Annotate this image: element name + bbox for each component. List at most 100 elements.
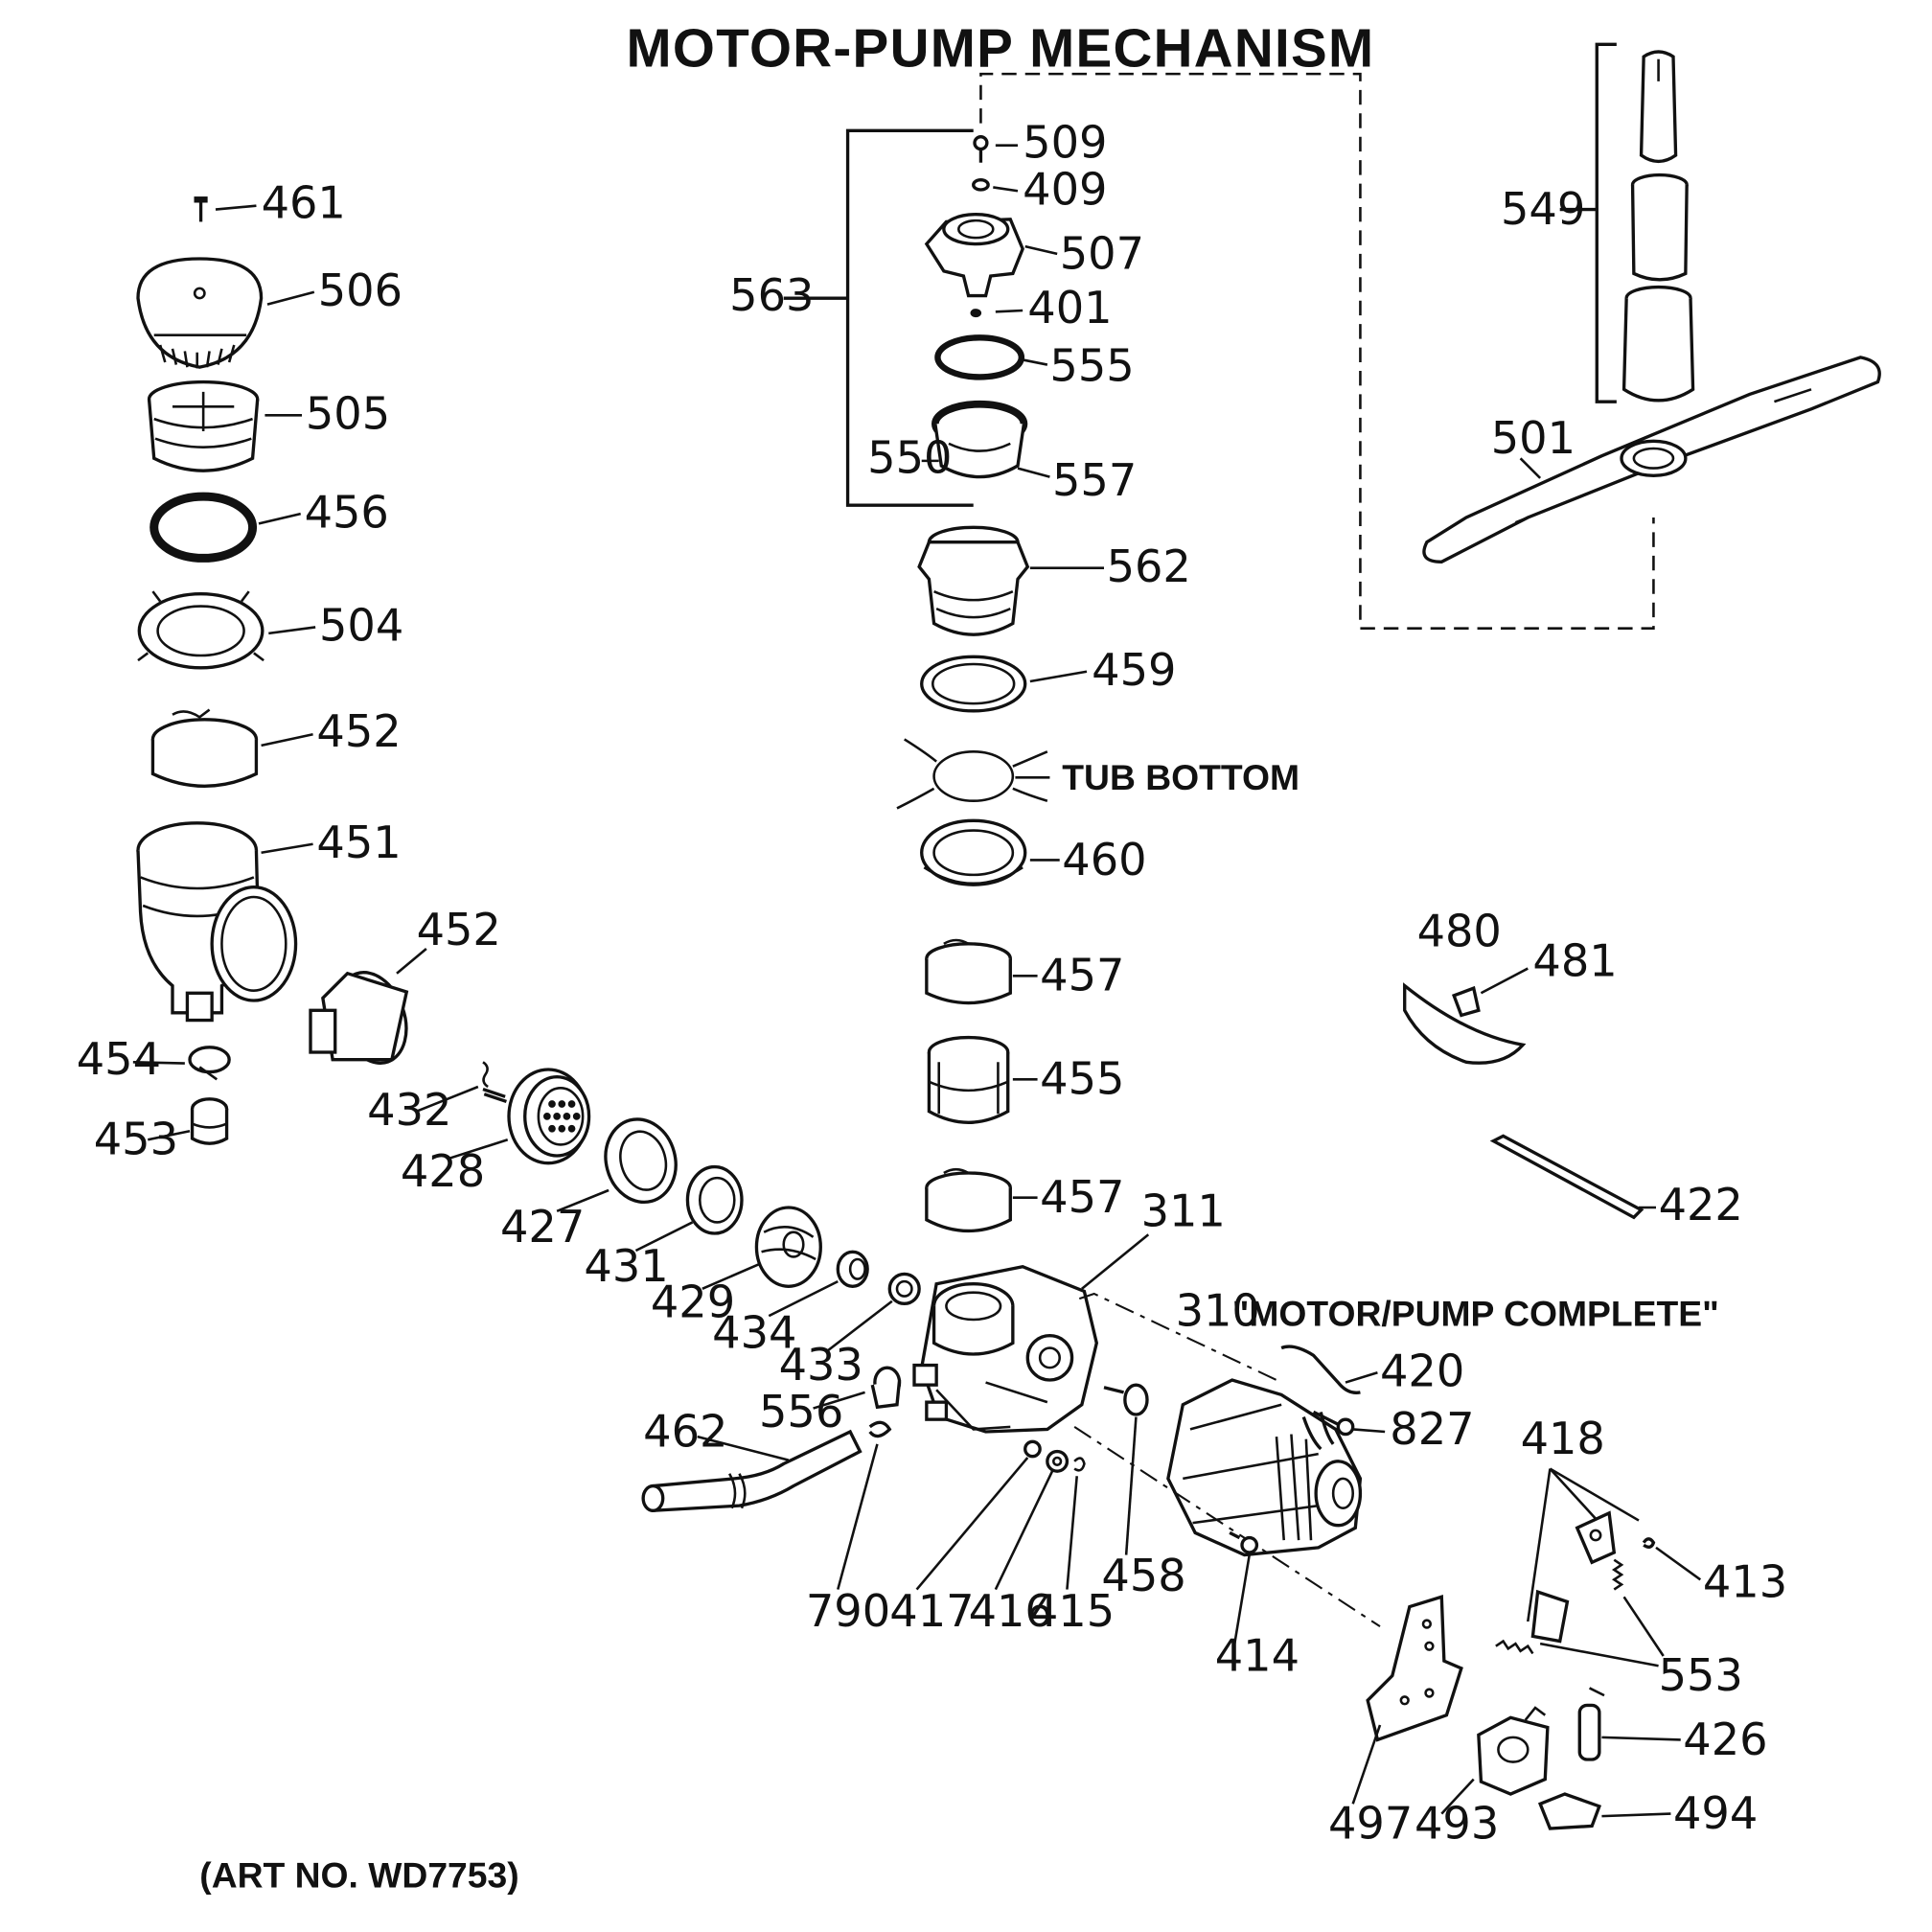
part-label-420: 420 bbox=[1380, 1345, 1464, 1396]
ring-431 bbox=[685, 1164, 744, 1235]
part-label-454: 454 bbox=[77, 1033, 161, 1085]
part-label-413: 413 bbox=[1703, 1555, 1787, 1607]
part-label-557: 557 bbox=[1052, 454, 1137, 506]
bracket-497 bbox=[1366, 1595, 1463, 1742]
part-label-428: 428 bbox=[401, 1145, 485, 1197]
part-label-457-bottom: 457 bbox=[1040, 1171, 1124, 1223]
part-label-409: 409 bbox=[1023, 163, 1107, 215]
part-label-456: 456 bbox=[305, 486, 389, 538]
part-label-452-top: 452 bbox=[316, 705, 401, 757]
tub-bottom-label: TUB BOTTOM bbox=[1062, 757, 1300, 797]
drain-hose-462 bbox=[641, 1429, 862, 1513]
part-label-415: 415 bbox=[1030, 1585, 1115, 1637]
part-label-481: 481 bbox=[1532, 934, 1617, 986]
part-label-433: 433 bbox=[779, 1339, 863, 1391]
sump-housing-451 bbox=[136, 821, 298, 1023]
cap-453 bbox=[190, 1097, 229, 1145]
part-label-451: 451 bbox=[316, 816, 401, 868]
part-label-501: 501 bbox=[1491, 412, 1576, 464]
part-label-480: 480 bbox=[1417, 905, 1502, 956]
plug-556 bbox=[870, 1366, 902, 1410]
wire-420 bbox=[1280, 1345, 1361, 1394]
washer-401 bbox=[970, 309, 982, 318]
filter-505 bbox=[147, 380, 260, 472]
clamp-452-side bbox=[309, 971, 409, 1065]
part-label-431: 431 bbox=[584, 1240, 668, 1292]
part-label-457-top: 457 bbox=[1040, 950, 1124, 1001]
motor-310 bbox=[1166, 1378, 1363, 1557]
ring-454 bbox=[188, 1046, 231, 1081]
part-label-497: 497 bbox=[1328, 1797, 1413, 1849]
part-label-401: 401 bbox=[1027, 282, 1112, 334]
gasket-459 bbox=[920, 655, 1027, 713]
solenoid-493 bbox=[1477, 1706, 1550, 1796]
ring-427 bbox=[604, 1117, 678, 1205]
ring-555 bbox=[934, 334, 1025, 380]
part-label-509: 509 bbox=[1023, 117, 1107, 169]
bracket-563 bbox=[783, 128, 974, 507]
part-label-434: 434 bbox=[712, 1307, 796, 1359]
part-label-550: 550 bbox=[867, 432, 952, 484]
part-label-549: 549 bbox=[1501, 183, 1585, 235]
part-label-455: 455 bbox=[1040, 1053, 1124, 1105]
part-label-414: 414 bbox=[1215, 1629, 1300, 1681]
clip-413 bbox=[1642, 1537, 1656, 1549]
part-label-418: 418 bbox=[1521, 1413, 1605, 1464]
clamp-452-top bbox=[150, 708, 259, 788]
part-label-506: 506 bbox=[318, 264, 402, 316]
part-label-790: 790 bbox=[806, 1585, 890, 1637]
spray-tube-549 bbox=[1622, 50, 1695, 402]
part-label-453: 453 bbox=[94, 1114, 178, 1165]
part-label-459: 459 bbox=[1092, 644, 1176, 696]
part-label-458: 458 bbox=[1101, 1550, 1185, 1601]
plunger-426 bbox=[1577, 1687, 1605, 1761]
part-label-555: 555 bbox=[1049, 339, 1134, 391]
art-number: (ART NO. WD7753) bbox=[199, 1855, 518, 1896]
part-label-563: 563 bbox=[729, 269, 814, 321]
screw-827 bbox=[1312, 1410, 1355, 1437]
part-label-426: 426 bbox=[1683, 1714, 1767, 1765]
clip-790 bbox=[868, 1420, 892, 1438]
cover-506 bbox=[136, 257, 264, 369]
bushing-434 bbox=[836, 1250, 869, 1288]
leader-418 bbox=[1527, 1467, 1640, 1622]
part-label-461: 461 bbox=[262, 177, 346, 229]
part-label-493: 493 bbox=[1414, 1797, 1499, 1849]
part-label-452-side: 452 bbox=[417, 904, 501, 955]
screw-509 bbox=[973, 135, 989, 163]
screw-461 bbox=[194, 196, 208, 222]
part-label-416: 416 bbox=[969, 1585, 1053, 1637]
housing-562 bbox=[917, 525, 1030, 636]
clip-481 bbox=[1451, 985, 1481, 1018]
part-label-827: 827 bbox=[1390, 1403, 1474, 1455]
motor-pump-complete-number: 310 bbox=[1176, 1284, 1260, 1336]
bracket-549 bbox=[1559, 42, 1617, 403]
bracket-480 bbox=[1403, 982, 1527, 1065]
cup-550 bbox=[932, 400, 1028, 479]
part-label-494: 494 bbox=[1673, 1787, 1758, 1839]
part-label-417: 417 bbox=[889, 1585, 974, 1637]
strainer-455 bbox=[927, 1035, 1010, 1124]
bushing-433 bbox=[887, 1272, 921, 1305]
nut-460 bbox=[920, 818, 1027, 886]
lever-418 bbox=[1530, 1510, 1617, 1644]
springs-553 bbox=[1495, 1558, 1624, 1655]
washers-417-416-415 bbox=[1024, 1439, 1086, 1473]
part-label-462: 462 bbox=[643, 1405, 727, 1457]
cover-494 bbox=[1537, 1792, 1602, 1830]
screw-414 bbox=[1229, 1530, 1259, 1554]
seal-ring-456 bbox=[150, 492, 258, 563]
spring-432 bbox=[482, 1061, 507, 1104]
seal-458 bbox=[1103, 1383, 1149, 1416]
part-label-505: 505 bbox=[306, 387, 390, 439]
part-label-460: 460 bbox=[1062, 834, 1146, 886]
part-label-507: 507 bbox=[1060, 227, 1144, 279]
motor-pump-complete-caption: "MOTOR/PUMP COMPLETE" bbox=[1232, 1293, 1719, 1333]
tub-bottom bbox=[896, 738, 1048, 810]
part-label-427: 427 bbox=[500, 1201, 585, 1253]
part-label-504: 504 bbox=[319, 600, 403, 652]
part-label-556: 556 bbox=[759, 1386, 843, 1438]
strip-422 bbox=[1489, 1134, 1644, 1220]
part-label-562: 562 bbox=[1107, 540, 1191, 592]
